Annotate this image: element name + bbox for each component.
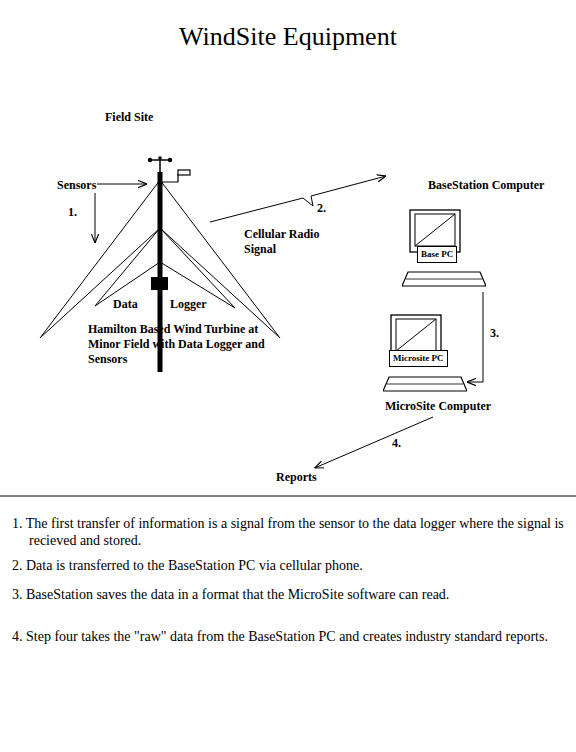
computer-unit-label: Microsite PC <box>389 350 448 367</box>
data-logger-box <box>151 277 168 290</box>
step-note: 3. BaseStation saves the data in a forma… <box>12 586 568 603</box>
computer-node: BaseStation ComputerBase PC <box>402 208 486 292</box>
anemometer-cup <box>158 156 162 160</box>
guy-wire <box>40 180 160 338</box>
site-label: Field Site <box>105 110 153 125</box>
flow-arrow <box>315 417 433 468</box>
separator-rule <box>0 496 576 497</box>
part-label: Data <box>113 297 138 312</box>
anemometer-cup <box>148 158 152 162</box>
computer-unit-label: Base PC <box>417 246 457 263</box>
keyboard-keys <box>406 279 482 280</box>
step-note: 2. Data is transferred to the BaseStatio… <box>12 557 568 574</box>
guy-wire <box>95 228 160 306</box>
anemometer-cup <box>168 158 172 162</box>
flow-arrow <box>467 292 483 382</box>
callout-number: 2. <box>317 201 326 216</box>
part-label: Logger <box>170 297 207 312</box>
keyboard <box>383 377 467 391</box>
pointer-arrow <box>97 184 147 185</box>
computer-heading: MicroSite Computer <box>385 399 491 414</box>
wind-vane <box>178 170 190 175</box>
signal-label: Cellular Radio Signal <box>244 227 336 257</box>
computer-node: Microsite PCMicroSite Computer <box>383 313 467 393</box>
report-node: Reports <box>276 470 317 485</box>
computer-heading: BaseStation Computer <box>428 178 544 193</box>
figure-caption: Hamilton Based Wind Turbine at Minor Fie… <box>88 322 270 367</box>
keyboard-keys <box>387 384 463 385</box>
callout-number: 3. <box>489 326 500 341</box>
screen <box>396 319 436 351</box>
step-note: 1. The first transfer of information is … <box>12 515 568 549</box>
page-title: WindSite Equipment <box>0 22 576 52</box>
radio-signal <box>210 176 386 222</box>
screen-glare <box>396 319 436 351</box>
callout-number: 1. <box>68 205 77 220</box>
guy-wire <box>160 180 280 338</box>
part-label: Sensors <box>57 178 96 193</box>
step-arrow <box>95 193 96 243</box>
keyboard <box>402 272 486 286</box>
callout-number: 4. <box>391 436 402 451</box>
output-label: Reports <box>276 470 317 485</box>
screen-glare <box>415 214 455 246</box>
guy-wire <box>160 228 235 308</box>
step-note: 4. Step four takes the "raw" data from t… <box>12 628 568 645</box>
guy-wire <box>40 228 160 338</box>
screen <box>415 214 455 246</box>
anemometer-post <box>159 160 161 172</box>
vane-bracket <box>160 174 178 182</box>
